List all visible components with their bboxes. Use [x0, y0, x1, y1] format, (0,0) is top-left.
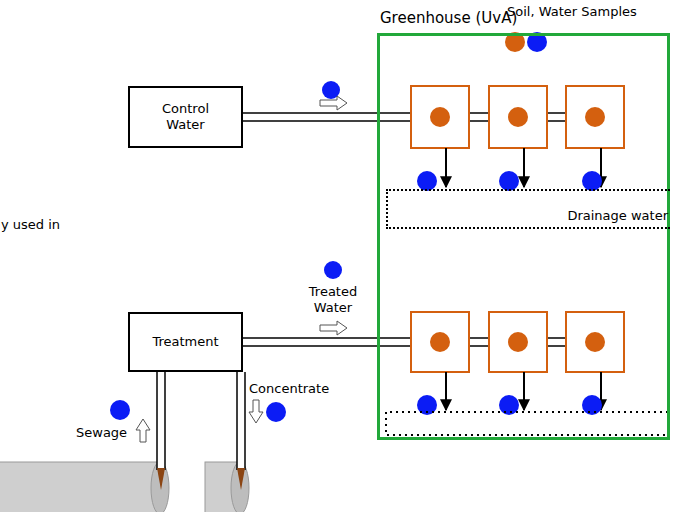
pipe-connector-inner: [243, 114, 377, 121]
pot-row-bottom: [411, 312, 624, 415]
flow-arrow: [320, 321, 347, 335]
process-box: Control Water: [128, 86, 243, 148]
pipe-connector-inner: [243, 339, 377, 346]
drainage-region: [386, 412, 668, 435]
pipe-connector: [243, 112, 377, 122]
greenhouse-title: Greenhouse (UvA): [380, 9, 517, 27]
annotation-label: Sewage: [76, 425, 127, 441]
sewage-line: [157, 372, 165, 490]
flow-arrow: [136, 419, 150, 442]
annotation-label: y used in: [1, 217, 60, 233]
concentrate-line: [237, 372, 245, 490]
greenhouse-frame: Drainage waterGreenhouse (UvA): [377, 33, 670, 440]
flow-label: Treated Water: [301, 284, 365, 315]
box-label: Control Water: [146, 101, 226, 132]
flow-arrow: [320, 96, 347, 110]
drainage-region: Drainage water: [386, 189, 670, 229]
annotation-label: Soil, Water Samples: [507, 4, 637, 20]
water-dot: [324, 261, 342, 279]
process-box: Treatment: [128, 312, 243, 372]
water-dot: [266, 402, 286, 422]
annotation-label: Concentrate: [249, 381, 329, 397]
region-label: Drainage water: [567, 208, 668, 224]
pipe-connector: [243, 337, 377, 347]
flow-arrow: [249, 400, 263, 423]
box-label: Treatment: [152, 334, 218, 350]
pot-row-top: [411, 86, 624, 191]
water-dot: [110, 400, 130, 420]
sewer-pipe: [0, 462, 249, 512]
